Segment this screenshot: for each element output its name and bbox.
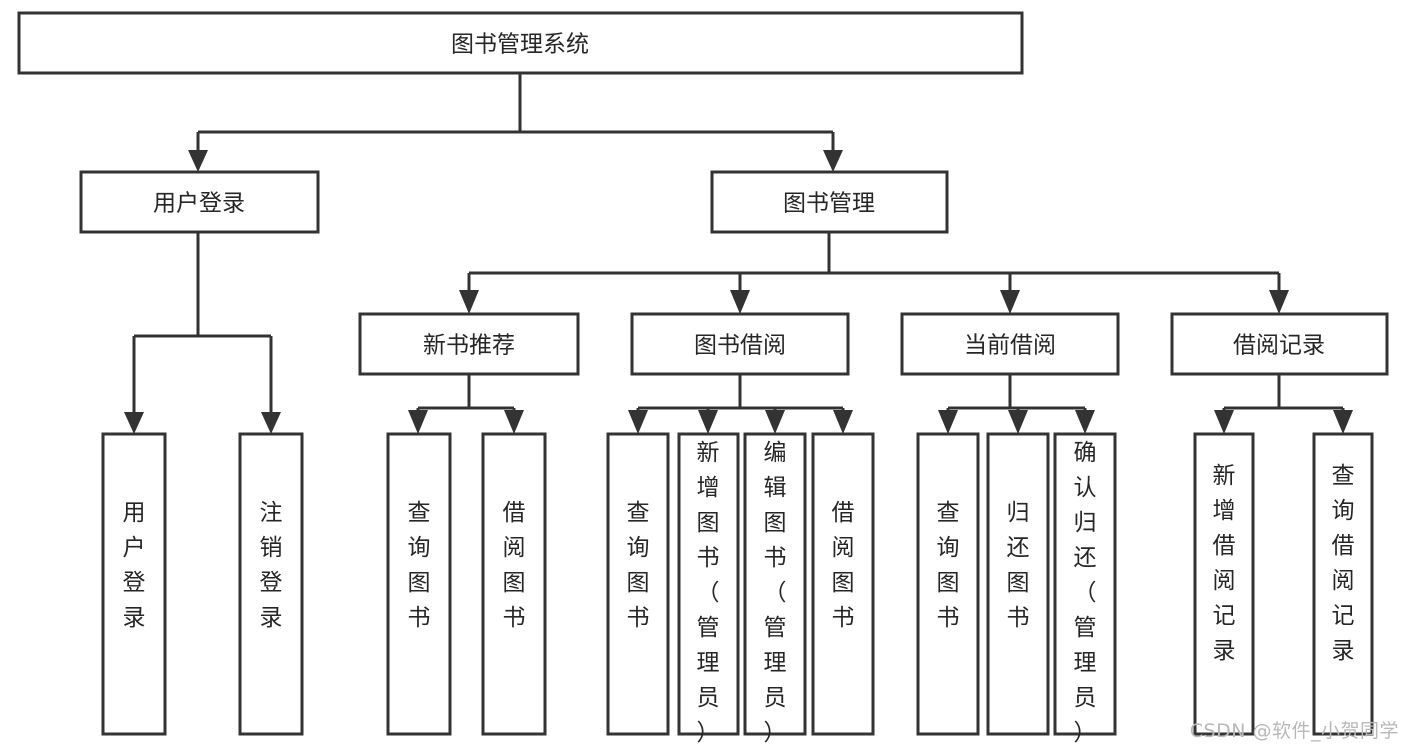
node-root-label: 图书管理系统: [451, 32, 589, 58]
leaf-add-record-box[interactable]: [1193, 432, 1255, 736]
node-book-management[interactable]: 图书管理: [710, 170, 949, 234]
edge-newbook-to-bus: [416, 374, 516, 418]
node-new-book-recommend[interactable]: 新书推荐: [358, 312, 580, 376]
leaf-add-book-box[interactable]: [677, 432, 740, 736]
leaf-add-book[interactable]: 新增图书（管理员）: [677, 432, 740, 746]
node-book-borrow-label: 图书借阅: [694, 333, 786, 359]
node-root[interactable]: 图书管理系统: [17, 11, 1024, 75]
leaf-user-login-label: 用户登录: [123, 500, 146, 631]
leaf-return-book-box[interactable]: [986, 432, 1050, 736]
arrowhead-icon: [823, 150, 843, 172]
node-book-management-label: 图书管理: [783, 191, 875, 217]
node-book-management-box[interactable]: [710, 170, 949, 234]
leaf-confirm-return-box[interactable]: [1053, 432, 1117, 736]
edge-bookborrow-to-bus: [636, 374, 845, 418]
arrowhead-icon: [1333, 410, 1353, 434]
edge-bookmgmt-to-bus: [467, 232, 1281, 298]
arrowhead-icon: [1008, 410, 1028, 434]
leaf-add-book-label: 新增图书（管理员）: [697, 440, 720, 746]
leaf-add-record[interactable]: 新增借阅记录: [1193, 432, 1255, 736]
leaf-borrow-book-2-box[interactable]: [811, 432, 875, 736]
node-current-borrow[interactable]: 当前借阅: [900, 312, 1120, 376]
arrowhead-icon: [1214, 410, 1234, 434]
arrowhead-icon: [1269, 290, 1289, 314]
leaf-query-book-2-label: 查询图书: [627, 500, 650, 631]
leaf-query-book-2[interactable]: 查询图书: [606, 432, 670, 736]
leaf-borrow-book-1[interactable]: 借阅图书: [481, 432, 547, 736]
arrowhead-icon: [124, 412, 144, 434]
leaf-return-book-label: 归还图书: [1007, 500, 1030, 631]
leaf-edit-book-label: 编辑图书（管理员）: [764, 440, 787, 746]
leaf-return-book[interactable]: 归还图书: [986, 432, 1050, 736]
node-user-login[interactable]: 用户登录: [79, 170, 320, 234]
node-root-box[interactable]: [17, 11, 1024, 75]
leaf-user-login[interactable]: 用户登录: [101, 432, 167, 736]
node-book-borrow-box[interactable]: [630, 312, 850, 376]
leaf-user-login-box[interactable]: [101, 432, 167, 736]
leaf-edit-book-box[interactable]: [743, 432, 807, 736]
arrowhead-icon: [765, 410, 785, 434]
arrowhead-icon: [504, 410, 524, 434]
node-user-login-box[interactable]: [79, 170, 320, 234]
edges-layer: [132, 73, 1345, 418]
arrowhead-icon: [698, 410, 718, 434]
arrowhead-icon: [261, 412, 281, 434]
arrowheads-layer: [124, 150, 1353, 434]
leaf-query-book-3-box[interactable]: [916, 432, 980, 736]
node-user-login-label: 用户登录: [153, 191, 245, 217]
leaf-edit-book[interactable]: 编辑图书（管理员）: [743, 432, 807, 746]
edge-root-to-bus: [196, 73, 835, 160]
leaf-add-record-label: 新增借阅记录: [1213, 463, 1236, 664]
leaf-borrow-book-1-label: 借阅图书: [503, 500, 526, 631]
leaf-borrow-book-2-label: 借阅图书: [832, 500, 855, 631]
node-book-borrow[interactable]: 图书借阅: [630, 312, 850, 376]
arrowhead-icon: [1000, 290, 1020, 314]
node-borrow-record-label: 借阅记录: [1233, 333, 1325, 359]
node-new-book-recommend-box[interactable]: [358, 312, 580, 376]
leaf-query-book-1-box[interactable]: [386, 432, 452, 736]
arrowhead-icon: [408, 410, 428, 434]
leaf-query-book-1-label: 查询图书: [408, 500, 431, 631]
node-current-borrow-box[interactable]: [900, 312, 1120, 376]
arrowhead-icon: [188, 150, 208, 172]
leaf-query-record-label: 查询借阅记录: [1332, 463, 1355, 664]
leaf-query-book-3-label: 查询图书: [937, 500, 960, 631]
arrowhead-icon: [1075, 410, 1095, 434]
arrowhead-icon: [730, 290, 750, 314]
leaf-confirm-return-label: 确认归还（管理员）: [1074, 440, 1097, 746]
arrowhead-icon: [628, 410, 648, 434]
leaf-query-record[interactable]: 查询借阅记录: [1312, 432, 1374, 736]
node-borrow-record[interactable]: 借阅记录: [1170, 312, 1389, 376]
edge-userlogin-to-bus: [132, 232, 273, 418]
arrowhead-icon: [938, 410, 958, 434]
node-current-borrow-label: 当前借阅: [964, 333, 1056, 359]
leaf-logout-label: 注销登录: [260, 500, 283, 631]
arrowhead-icon: [833, 410, 853, 434]
leaf-confirm-return[interactable]: 确认归还（管理员）: [1053, 432, 1117, 746]
arrowhead-icon: [459, 290, 479, 314]
leaf-query-book-1[interactable]: 查询图书: [386, 432, 452, 736]
node-borrow-record-box[interactable]: [1170, 312, 1389, 376]
leaf-query-book-3[interactable]: 查询图书: [916, 432, 980, 736]
leaf-query-record-box[interactable]: [1312, 432, 1374, 736]
leaf-logout-box[interactable]: [238, 432, 304, 736]
leaf-query-book-2-box[interactable]: [606, 432, 670, 736]
leaf-logout[interactable]: 注销登录: [238, 432, 304, 736]
leaf-borrow-book-2[interactable]: 借阅图书: [811, 432, 875, 736]
node-new-book-recommend-label: 新书推荐: [423, 333, 515, 359]
leaf-borrow-book-1-box[interactable]: [481, 432, 547, 736]
edge-borrowrecord-to-bus: [1222, 374, 1345, 418]
